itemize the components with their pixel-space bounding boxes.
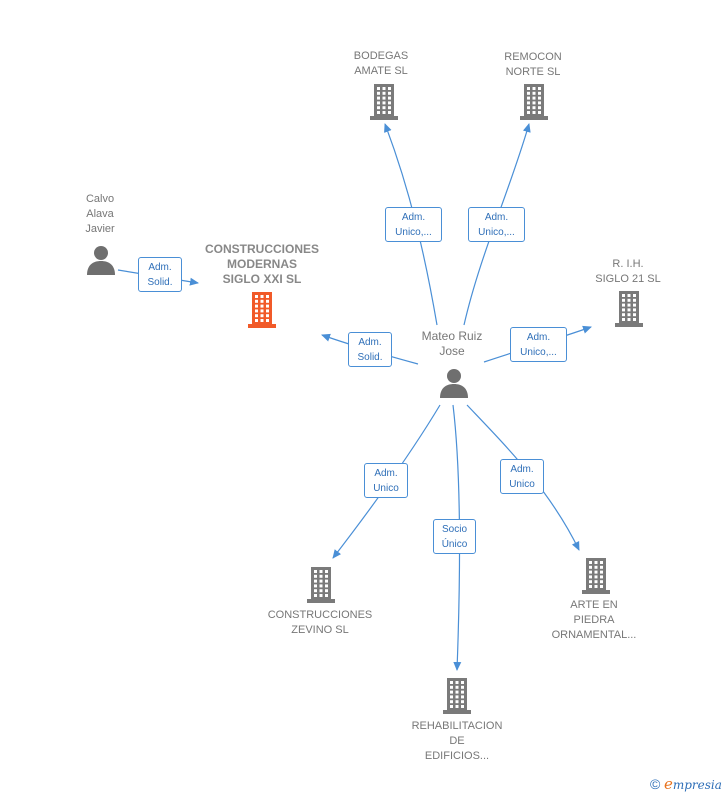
person-icon-mateo[interactable] xyxy=(439,368,469,398)
node-label-construcciones-modernas[interactable]: CONSTRUCCIONES MODERNAS SIGLO XXI SL xyxy=(192,242,332,287)
empresia-logo-text: mpresia xyxy=(672,778,722,792)
label-line: MODERNAS xyxy=(226,257,297,271)
node-label-calvo[interactable]: Calvo Alava Javier xyxy=(60,192,140,237)
node-label-remocon[interactable]: REMOCON NORTE SL xyxy=(483,50,583,80)
label-line: CONSTRUCCIONES xyxy=(267,609,373,621)
label-line: DE xyxy=(449,735,465,747)
label-line: PIEDRA xyxy=(573,614,615,626)
label-line: SIGLO XXI SL xyxy=(222,272,302,286)
edge-label-construcciones-modernas[interactable]: Adm. Solid. xyxy=(348,332,392,367)
edge-label-line: Adm. xyxy=(374,468,398,479)
edge-label-line: Unico,... xyxy=(478,227,515,238)
label-line: ZEVINO SL xyxy=(291,624,349,636)
node-label-zevino[interactable]: CONSTRUCCIONES ZEVINO SL xyxy=(255,608,385,638)
building-icon-remocon[interactable] xyxy=(519,84,549,120)
empresia-watermark: © empresia xyxy=(650,775,722,793)
edge-label-line: Adm. xyxy=(510,464,534,475)
edge-label-arte[interactable]: Adm. Unico xyxy=(500,459,544,494)
edge-label-calvo[interactable]: Adm. Solid. xyxy=(138,257,182,292)
edge-label-rehabilitacion[interactable]: Socio Único xyxy=(433,519,476,554)
building-icon-arte[interactable] xyxy=(581,558,611,594)
label-line: EDIFICIOS... xyxy=(424,750,490,762)
label-line: AMATE SL xyxy=(354,65,408,77)
label-line: BODEGAS xyxy=(353,50,409,62)
building-icon-construcciones-modernas[interactable] xyxy=(247,292,277,328)
empresia-logo-initial: e xyxy=(663,775,673,793)
edge-label-line: Adm. xyxy=(401,212,426,223)
label-line: NORTE SL xyxy=(505,66,561,78)
edge-label-line: Unico,... xyxy=(520,347,557,358)
edge-label-line: Solid. xyxy=(147,277,173,288)
label-line: Mateo Ruiz xyxy=(421,329,483,343)
edge-label-line: Adm. xyxy=(358,337,382,348)
edge-label-line: Unico,... xyxy=(395,227,432,238)
copyright-icon: © xyxy=(650,776,661,792)
building-icon-rehabilitacion[interactable] xyxy=(442,678,472,714)
label-line: CONSTRUCCIONES xyxy=(204,242,319,256)
label-line: Calvo xyxy=(85,193,115,205)
edge-label-remocon[interactable]: Adm. Unico,... xyxy=(468,207,525,242)
edge-label-line: Único xyxy=(441,539,468,550)
edge-label-line: Adm. xyxy=(148,262,172,273)
edge-label-line: Adm. xyxy=(484,212,509,223)
node-label-bodegas[interactable]: BODEGAS AMATE SL xyxy=(331,49,431,79)
label-line: Jose xyxy=(439,344,465,358)
label-line: Javier xyxy=(85,223,115,235)
label-line: ORNAMENTAL... xyxy=(551,629,637,641)
building-icon-bodegas[interactable] xyxy=(369,84,399,120)
edge-label-line: Adm. xyxy=(526,332,551,343)
label-line: Alava xyxy=(86,208,114,220)
edge-label-line: Unico xyxy=(373,483,399,494)
label-line: REHABILITACION xyxy=(411,720,503,732)
person-icon-calvo[interactable] xyxy=(86,245,116,275)
building-icon-rih[interactable] xyxy=(614,291,644,327)
node-label-rih[interactable]: R. I.H. SIGLO 21 SL xyxy=(578,257,678,287)
edge-label-rih[interactable]: Adm. Unico,... xyxy=(510,327,567,362)
edge-label-zevino[interactable]: Adm. Unico xyxy=(364,463,408,498)
label-line: ARTE EN xyxy=(570,599,618,611)
node-label-rehabilitacion[interactable]: REHABILITACION DE EDIFICIOS... xyxy=(392,719,522,764)
building-icon-zevino[interactable] xyxy=(306,567,336,603)
label-line: REMOCON xyxy=(504,51,562,63)
edges-layer xyxy=(117,123,592,671)
edge-label-line: Socio xyxy=(441,524,467,535)
label-line: SIGLO 21 SL xyxy=(595,273,661,285)
node-label-arte[interactable]: ARTE EN PIEDRA ORNAMENTAL... xyxy=(534,598,654,643)
edge-label-bodegas[interactable]: Adm. Unico,... xyxy=(385,207,442,242)
label-line: R. I.H. xyxy=(612,258,644,270)
node-label-mateo[interactable]: Mateo Ruiz Jose xyxy=(402,329,502,359)
edge-label-line: Unico xyxy=(509,479,535,490)
edge-label-line: Solid. xyxy=(357,352,383,363)
